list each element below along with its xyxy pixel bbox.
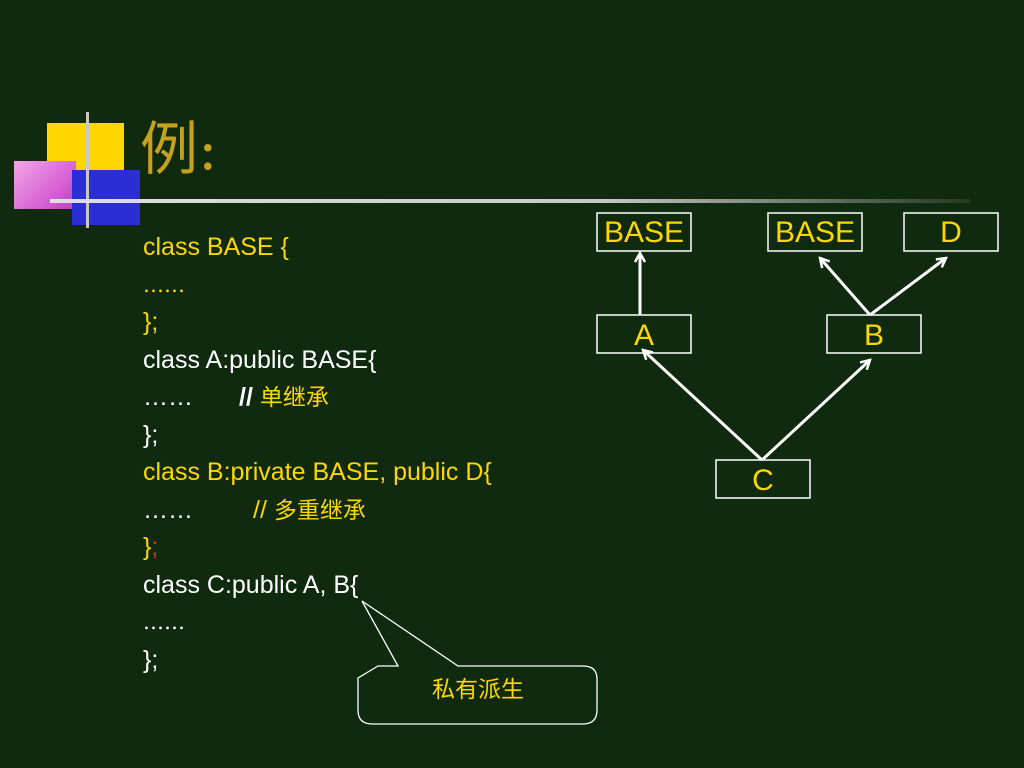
code-ellipsis: …… <box>143 495 193 524</box>
code-line-3: }; <box>143 308 159 336</box>
comment-slash: // <box>239 383 253 411</box>
arrow-c-to-b <box>760 360 870 462</box>
node-a: A <box>596 314 692 354</box>
slide-title: 例: <box>140 115 218 183</box>
code-line-1: class BASE { <box>143 233 289 261</box>
code-ellipsis: …… <box>143 383 193 411</box>
node-b: B <box>826 314 922 354</box>
node-c: C <box>715 459 811 499</box>
code-line-2: …… <box>143 272 185 297</box>
node-d: D <box>903 212 999 252</box>
code-line-9: }; <box>143 529 492 567</box>
node-c-label: C <box>752 464 774 497</box>
arrow-b-to-d <box>869 258 946 317</box>
code-line-12: }; <box>143 645 159 674</box>
node-base-right-label: BASE <box>775 216 855 249</box>
node-base-right: BASE <box>767 212 863 252</box>
code-line-8: …… // 多重继承 <box>143 492 492 530</box>
code-line-6: }; <box>143 420 159 449</box>
node-base-left: BASE <box>596 212 692 252</box>
node-base-left-label: BASE <box>604 216 684 249</box>
code-semicolon: ; <box>151 533 159 561</box>
code-line-10: class C:public A, B{ <box>143 570 359 599</box>
callout-text: 私有派生 <box>432 677 524 703</box>
code-brace: } <box>143 533 152 561</box>
callout-private-derivation: 私有派生 <box>357 600 598 725</box>
comment-single-inheritance: 单继承 <box>259 385 329 411</box>
code-line-11: …… <box>143 610 185 634</box>
comment-multiple-inheritance: 多重继承 <box>273 497 366 524</box>
comment-slash: // <box>253 495 267 524</box>
code-block: class BASE { …… }; class A:public BASE{ … <box>143 229 492 679</box>
node-d-label: D <box>940 216 962 249</box>
code-line-4: class A:public BASE{ <box>143 345 377 374</box>
logo-blue-square <box>72 170 140 225</box>
node-a-label: A <box>634 319 654 352</box>
code-line-7: class B:private BASE, public D{ <box>143 458 492 486</box>
logo-vertical-line <box>86 112 89 228</box>
code-line-5: …… // 单继承 <box>143 379 492 417</box>
arrow-c-to-a <box>643 350 764 462</box>
arrow-b-to-base <box>820 258 872 316</box>
title-underline <box>50 199 970 203</box>
node-b-label: B <box>864 319 884 352</box>
